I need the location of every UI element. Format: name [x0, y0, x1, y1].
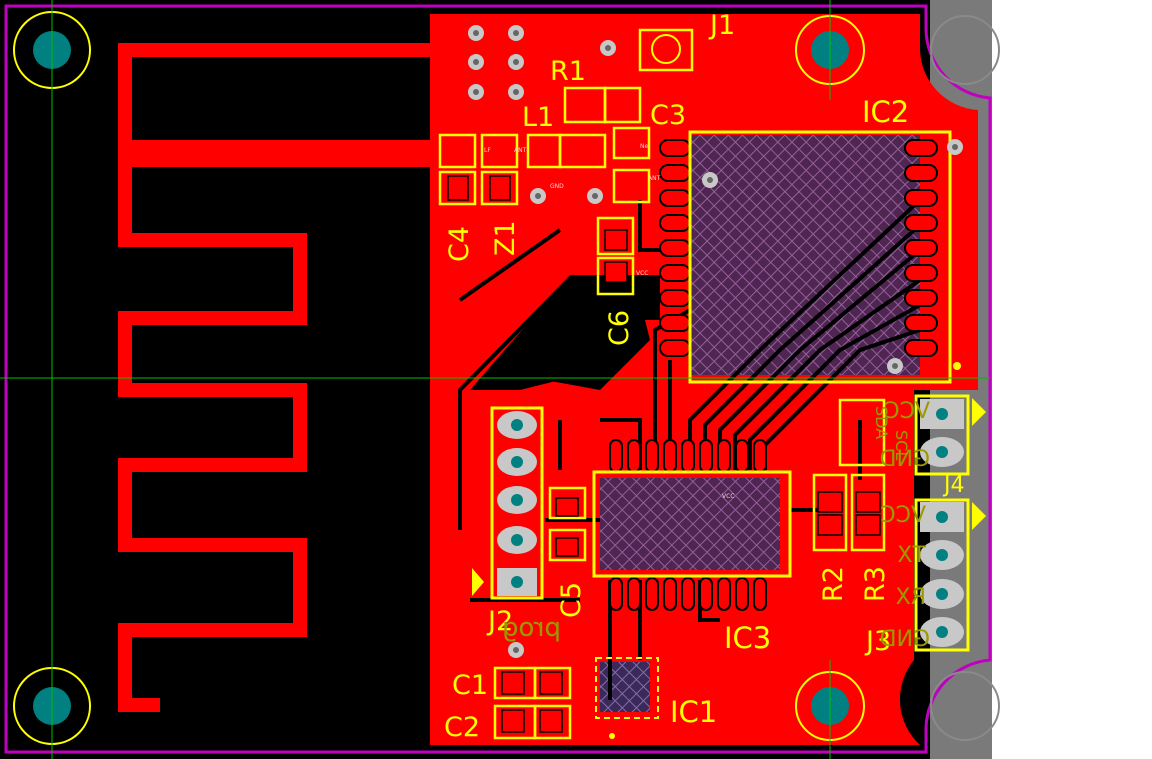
- vias: [468, 25, 963, 658]
- j3-pin1-marker: [972, 502, 986, 530]
- j3-pins: [920, 502, 964, 647]
- ic2-pads-left: [659, 139, 691, 357]
- label-vcc-j3: VCC: [880, 503, 926, 528]
- label-tx: TX: [897, 543, 927, 568]
- pour-clearance-mid: [545, 300, 650, 390]
- label-scl: SCL: [892, 430, 911, 460]
- label-c3: C3: [650, 100, 686, 131]
- ic3-pads-bottom: [609, 577, 767, 611]
- pour-clearance-left: [470, 275, 660, 390]
- antenna-feed-trace: [125, 140, 440, 158]
- j4-pin1-marker: [972, 398, 986, 426]
- ic1-pin1-dot: [609, 733, 615, 739]
- j2-outline: [490, 406, 544, 600]
- label-c2: C2: [444, 712, 480, 743]
- label-r3: R3: [860, 566, 891, 602]
- label-l1: L1: [522, 102, 554, 133]
- ic3-pads-top: [609, 439, 767, 473]
- label-r2: R2: [818, 566, 849, 602]
- grid-crosshair: [0, 0, 990, 759]
- j3-outline: [914, 498, 970, 652]
- j2-pin1-marker: [472, 568, 484, 596]
- passive-pads: [447, 175, 881, 733]
- ic2-pin1-dot: [953, 362, 961, 370]
- label-z1: Z1: [490, 220, 521, 256]
- label-j3: J3: [864, 626, 891, 657]
- j4-pins: [920, 399, 964, 467]
- ic1-outline: [595, 657, 659, 719]
- label-j1: J1: [708, 10, 735, 41]
- net-label-vcc: VCC: [636, 270, 648, 277]
- label-j2: J2: [486, 606, 513, 637]
- label-gnd-top: GND: [880, 447, 930, 472]
- label-ic2: IC2: [862, 95, 909, 129]
- net-label-gnd: GND: [550, 183, 564, 190]
- label-ic3: IC3: [724, 621, 771, 655]
- label-rx: RX: [896, 585, 926, 610]
- label-prog: prog: [502, 613, 561, 643]
- antenna-meander-trace: [118, 43, 440, 712]
- label-sda: SDA: [872, 406, 891, 439]
- ic2-pads-right: [904, 139, 938, 357]
- label-c6: C6: [604, 310, 635, 346]
- label-vcc-top: VCC: [884, 399, 930, 424]
- passive-footprints: [438, 28, 886, 740]
- net-label-ant2: ANT: [648, 175, 661, 182]
- net-label-lf: LF: [484, 147, 491, 154]
- label-ic1: IC1: [670, 695, 717, 729]
- net-label-vcc2: VCC: [722, 493, 734, 500]
- net-label-ne: Ne: [640, 143, 648, 150]
- label-j4: J4: [942, 473, 965, 498]
- j1-center-pin: [661, 44, 671, 54]
- j4-outline: [914, 394, 970, 476]
- label-gnd-j3: GND: [880, 627, 930, 652]
- ic1-ground-hatch: [600, 662, 650, 712]
- label-c1: C1: [452, 670, 488, 701]
- label-c5: C5: [556, 582, 587, 618]
- label-c4: C4: [444, 226, 475, 262]
- j2-pins: [497, 411, 537, 596]
- ic3-ground-hatch: [600, 478, 780, 570]
- ic2-outline: [688, 130, 952, 384]
- label-r1: R1: [550, 56, 586, 87]
- j1-connector: [651, 34, 681, 64]
- ic3-outline: [592, 470, 792, 578]
- net-label-ant: ANT: [514, 147, 527, 154]
- ic2-ground-hatch: [690, 135, 920, 375]
